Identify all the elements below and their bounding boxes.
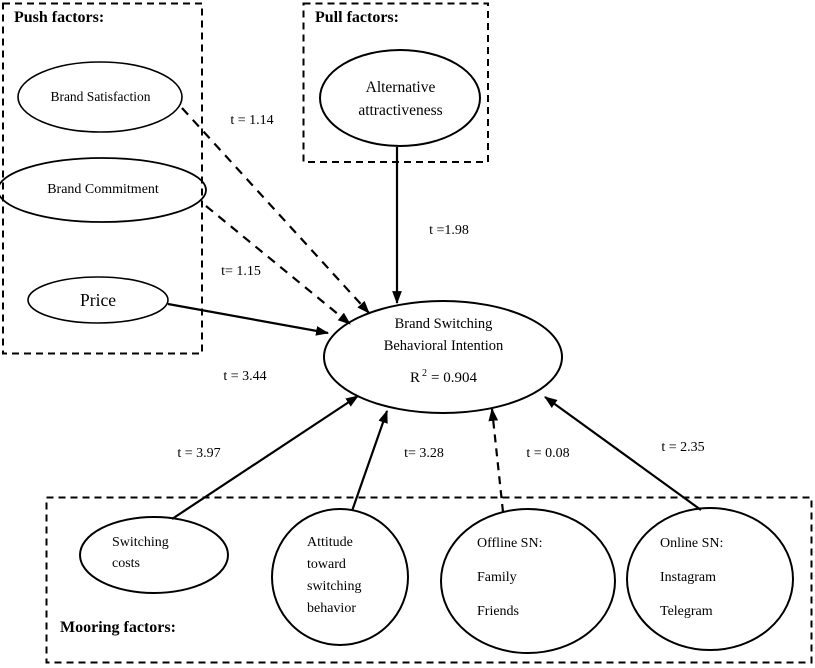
t-value-switching-costs: t = 3.97: [177, 446, 221, 461]
path-online-sn-to-intention: [544, 396, 702, 511]
t-value-price: t = 3.44: [223, 369, 267, 384]
pull-factors-title: Pull factors:: [315, 9, 399, 26]
brand-satisfaction-ellipse: [17, 61, 183, 133]
pull-factors-box: [302, 2, 489, 163]
path-offline-sn-to-intention: [488, 407, 505, 513]
path-attitude-to-intention: [350, 409, 389, 512]
attitude-circle: [271, 508, 409, 646]
brand-switching-intention-ellipse: [323, 300, 563, 414]
mooring-factors-title: Mooring factors:: [60, 619, 176, 636]
path-satisfaction-to-intention: [181, 107, 370, 314]
alternative-attractiveness-ellipse: [319, 49, 481, 147]
brand-commitment-ellipse: [0, 157, 207, 223]
price-ellipse: [27, 276, 169, 324]
path-price-to-intention: [167, 302, 330, 336]
t-value-satisfaction: t = 1.14: [230, 113, 274, 128]
t-value-online-sn: t = 2.35: [661, 440, 705, 455]
t-value-offline-sn: t = 0.08: [526, 446, 570, 461]
push-factors-box: [2, 2, 203, 355]
switching-costs-ellipse: [79, 516, 229, 594]
push-factors-title: Push factors:: [14, 9, 105, 26]
offline-sn-ellipse: [440, 508, 616, 654]
t-value-attitude: t= 3.28: [404, 446, 444, 461]
mooring-factors-box: [45, 496, 813, 664]
path-switching-costs-to-intention: [171, 395, 359, 520]
t-value-alternative: t =1.98: [429, 223, 469, 238]
online-sn-ellipse: [626, 507, 794, 651]
t-value-commitment: t= 1.15: [221, 264, 261, 279]
